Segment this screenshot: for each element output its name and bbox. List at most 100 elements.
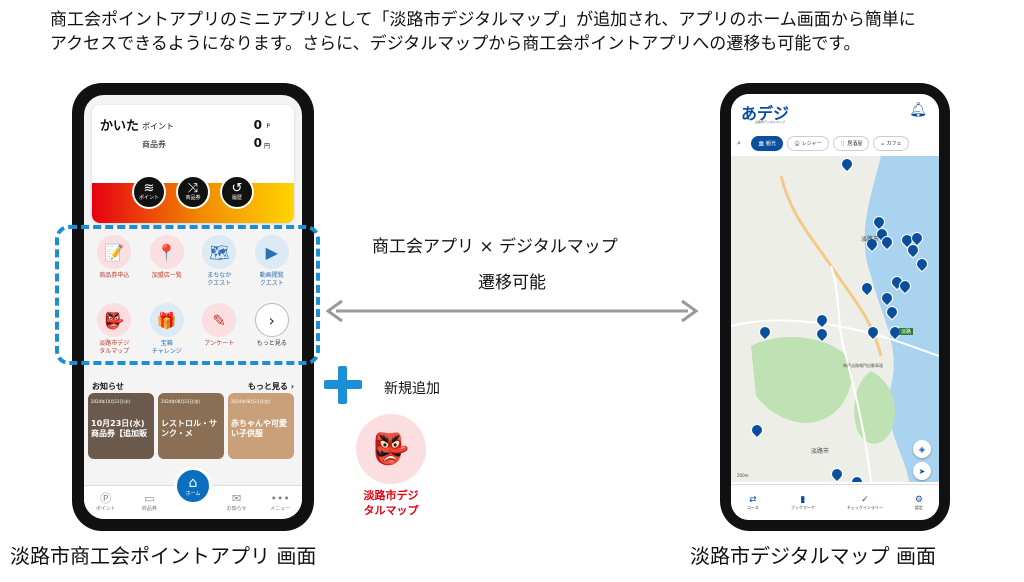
news-title: お知らせ	[92, 382, 124, 391]
voucher-icon: ▭	[144, 492, 155, 505]
bookmark-icon: ▮	[800, 494, 806, 505]
point-value: 0	[253, 118, 262, 132]
mini-app-highlight	[55, 225, 320, 365]
headline-line-2: アクセスできるようになります。さらに、デジタルマップから商工会ポイントアプリへの…	[50, 34, 861, 54]
more-icon: •••	[270, 492, 290, 505]
mini-app-icon: ✎	[202, 303, 237, 337]
map-canvas	[731, 156, 939, 482]
action-button-0[interactable]: ≋ポイント	[132, 175, 166, 209]
mini-app-icon: ▶	[254, 235, 289, 269]
news-more-link[interactable]: もっと見る ›	[247, 382, 294, 391]
mini-app-2[interactable]: 🗺 まちなか クエスト	[193, 235, 246, 297]
tab-voucher[interactable]: ▭商品券	[141, 492, 157, 513]
link-title: 商工会アプリ × デジタルマップ	[372, 237, 618, 257]
mascot-label: 淡路市デジ タルマップ	[363, 489, 419, 517]
coins-icon: ≋	[143, 181, 155, 196]
point-icon: Ⓟ	[100, 492, 112, 505]
category-icon: 🎡	[793, 140, 801, 147]
map-header: あデジ 淡路市デジタルマップ 🔔︎	[731, 94, 939, 130]
mini-app-icon: 🎁	[149, 303, 184, 337]
double-arrow-icon	[325, 299, 699, 323]
map-tab-0[interactable]: ⇄コース	[747, 494, 759, 510]
link-subtitle: 遷移可能	[478, 273, 546, 293]
map-tab-2[interactable]: ✓チェックインラリー	[846, 494, 883, 510]
map-tab-1[interactable]: ▮ブックマーク	[790, 494, 815, 510]
logo-subtitle: 淡路市デジタルマップ	[755, 120, 785, 124]
voucher-value: 0	[253, 136, 262, 150]
map-city-label: 淡路市	[861, 236, 880, 243]
map-bottom-nav: ⇄コース ▮ブックマーク ✓チェックインラリー ⚙設定	[731, 484, 939, 520]
category-0[interactable]: 🏛 観光	[751, 135, 783, 151]
voucher-label: 商品券	[142, 140, 166, 149]
mini-app-label: まちなか クエスト	[207, 272, 232, 287]
mini-app-grid: 📝 商品券申込 📍加盟店一覧🗺 まちなか クエスト ▶動画閲覧 クエスト 👺淡路市デジ タ…	[88, 235, 298, 365]
tab-home[interactable]: ⌂ ホーム	[174, 467, 212, 505]
news-title: 10月23日(水) 商品券【追加販	[91, 419, 147, 438]
point-card[interactable]: かいた ポイント 0 P 商品券 0 円 ≋ポイント⤨商品券↺履歴	[92, 105, 294, 223]
mini-app-0[interactable]: 📝 商品券申込	[88, 235, 141, 297]
action-button-1[interactable]: ⤨商品券	[176, 175, 210, 209]
category-2[interactable]: 🍴 居酒屋	[832, 135, 870, 151]
action-button-2[interactable]: ↺履歴	[220, 175, 254, 209]
course-icon: ⇄	[749, 494, 757, 505]
settings-icon: ⚙	[914, 494, 923, 505]
digital-map-screen: あデジ 淡路市デジタルマップ 🔔︎ ⌕ 🏛 観光🎡 レジャー🍴 居酒屋☕ カフェ…	[731, 94, 939, 520]
news-card-1[interactable]: 2024年08月23日(金)レストロル・サンク・メ	[158, 393, 224, 459]
mini-app-icon: 📝	[97, 235, 132, 269]
news-list: 2024年10月23日(水) 10月23日(水) 商品券【追加販 2024年08月2…	[88, 393, 294, 459]
category-icon: 🍴	[839, 140, 846, 147]
bell-icon[interactable]: 🔔︎	[909, 102, 927, 118]
mini-app-label: 加盟店一覧	[151, 272, 182, 279]
mini-app-4[interactable]: 👺淡路市デジ タルマップ	[88, 303, 141, 365]
news-card-0[interactable]: 2024年10月23日(水) 10月23日(水) 商品券【追加販	[88, 393, 154, 459]
caption-left: 淡路市商工会ポイントアプリ 画面	[10, 544, 317, 568]
app-logo: かいた	[100, 119, 140, 134]
map-view[interactable]: 淡路市 淡路市 神戸淡路鳴門自動車道 淡路 200m ◈ ➤	[731, 156, 939, 482]
mini-app-1[interactable]: 📍加盟店一覧	[141, 235, 194, 297]
new-addition-label: 新規追加	[384, 381, 440, 397]
history-icon: ↺	[231, 181, 243, 196]
category-filter: ⌕ 🏛 観光🎡 レジャー🍴 居酒屋☕ カフェ	[731, 134, 939, 152]
headline-line-1: 商工会ポイントアプリのミニアプリとして「淡路市デジタルマップ」が追加され、アプリ…	[50, 10, 916, 30]
plus-icon	[324, 366, 362, 404]
mini-app-label: 淡路市デジ タルマップ	[99, 340, 130, 355]
mini-app-icon: 🗺	[202, 235, 237, 269]
locate-button[interactable]: ➤	[913, 462, 931, 480]
shuffle-icon: ⤨	[187, 181, 199, 196]
shokokai-app-screen: かいた ポイント 0 P 商品券 0 円 ≋ポイント⤨商品券↺履歴 📝商品券申込…	[84, 95, 302, 519]
mini-app-7[interactable]: ›もっと見る	[246, 303, 299, 365]
mini-app-label: 商品券申込	[99, 272, 130, 279]
map-tab-3[interactable]: ⚙設定	[914, 494, 923, 510]
mini-app-label: もっと見る	[256, 340, 287, 347]
mascot-icon: 👺	[356, 414, 426, 484]
mini-app-5[interactable]: 🎁 宝箱 チャレンジ	[141, 303, 194, 365]
news-title: レストロル・サンク・メ	[161, 419, 217, 438]
checkin-icon: ✓	[861, 494, 869, 505]
category-1[interactable]: 🎡 レジャー	[786, 135, 829, 151]
shokokai-app-phone: かいた ポイント 0 P 商品券 0 円 ≋ポイント⤨商品券↺履歴 📝商品券申込…	[72, 83, 314, 531]
mini-app-3[interactable]: ▶動画閲覧 クエスト	[246, 235, 299, 297]
map-city-label-2: 淡路市	[811, 448, 830, 455]
mini-app-label: 宝箱 チャレンジ	[151, 340, 182, 355]
search-icon[interactable]: ⌕	[737, 138, 741, 147]
layer-button[interactable]: ◈	[913, 440, 931, 458]
map-road-sign: 淡路	[899, 328, 914, 335]
news-date: 2024年08月23日(金)	[231, 399, 271, 404]
news-date: 2024年10月23日(水)	[91, 399, 131, 404]
headline: 商工会ポイントアプリのミニアプリとして「淡路市デジタルマップ」が追加され、アプリ…	[50, 8, 1010, 56]
map-road-label: 神戸淡路鳴門自動車道	[843, 363, 883, 368]
mini-app-6[interactable]: ✎ アンケート	[193, 303, 246, 365]
digital-map-phone: あデジ 淡路市デジタルマップ 🔔︎ ⌕ 🏛 観光🎡 レジャー🍴 居酒屋☕ カフェ…	[720, 83, 950, 531]
caption-right: 淡路市デジタルマップ 画面	[690, 544, 936, 568]
layers-icon: ◈	[918, 444, 926, 454]
category-3[interactable]: ☕ カフェ	[873, 135, 909, 151]
news-title: 赤ちゃんや可愛い子供服	[231, 419, 287, 438]
mini-app-label: アンケート	[204, 340, 235, 347]
point-label: ポイント	[142, 122, 174, 131]
point-actions: ≋ポイント ⤨商品券 ↺履歴	[132, 175, 254, 209]
tab-news[interactable]: ✉お知らせ	[226, 492, 247, 513]
tab-menu[interactable]: •••メニュー	[270, 492, 291, 513]
home-icon: ⌂	[188, 474, 198, 491]
news-card-2[interactable]: 2024年08月23日(金) 赤ちゃんや可愛い子供服	[228, 393, 294, 459]
